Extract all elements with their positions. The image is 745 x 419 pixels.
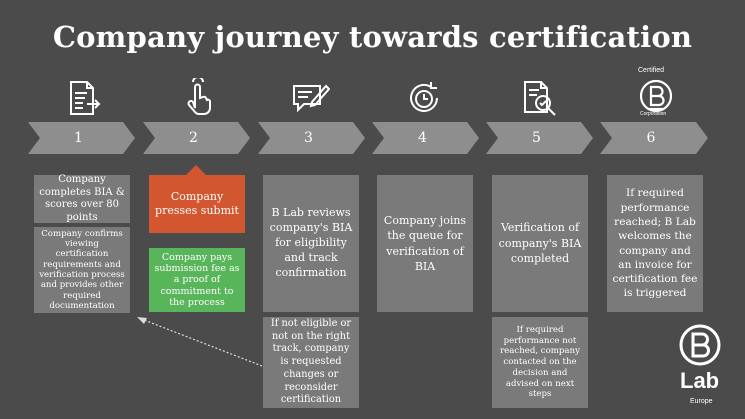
step5-not-reached-box: If required performance not reached, com… xyxy=(492,317,588,408)
page-title: Company journey towards certification xyxy=(52,20,693,54)
step-number: 5 xyxy=(532,130,541,146)
step4-queue-box: Company joins the queue for verification… xyxy=(377,175,473,312)
step1-documentation-box: Company confirms viewing certification r… xyxy=(34,227,130,313)
logo-europe-text: Europe xyxy=(690,398,713,405)
step-number: 3 xyxy=(304,130,313,146)
document-arrow-icon xyxy=(63,78,103,118)
document-magnifier-icon xyxy=(519,78,559,118)
step2-submit-box: Company presses submit xyxy=(149,175,245,233)
hand-tap-icon xyxy=(178,78,218,118)
logo-lab-text: Lab xyxy=(680,368,720,393)
step1-scores-box: Company completes BIA & scores over 80 p… xyxy=(34,174,130,223)
corporation-label: Corporation xyxy=(640,111,667,117)
b-corp-certified-icon xyxy=(636,76,673,116)
submit-pointer xyxy=(186,165,206,175)
step-arrow-4: 4 xyxy=(372,122,479,154)
b-lab-logo-icon xyxy=(679,324,721,366)
step-arrow-5: 5 xyxy=(486,122,593,154)
clock-refresh-icon xyxy=(404,78,444,118)
chat-pen-icon xyxy=(290,78,330,118)
step6-welcome-box: If required performance reached; B Lab w… xyxy=(607,175,703,312)
step-arrow-2: 2 xyxy=(143,122,250,154)
step-arrow-1: 1 xyxy=(28,122,135,154)
step2-fee-box: Company pays submission fee as a proof o… xyxy=(149,248,245,312)
step-arrow-3: 3 xyxy=(258,122,365,154)
step-number: 2 xyxy=(189,130,198,146)
step-number: 4 xyxy=(418,130,427,146)
step5-verification-box: Verification of company's BIA completed xyxy=(492,175,588,312)
step-arrow-6: 6 xyxy=(600,122,708,154)
step-number: 6 xyxy=(646,130,656,146)
certified-label: Certified xyxy=(638,67,665,74)
step3-not-eligible-box: If not eligible or not on the right trac… xyxy=(263,317,359,408)
step-number: 1 xyxy=(74,130,83,146)
step3-review-box: B Lab reviews company's BIA for eligibil… xyxy=(263,175,359,312)
